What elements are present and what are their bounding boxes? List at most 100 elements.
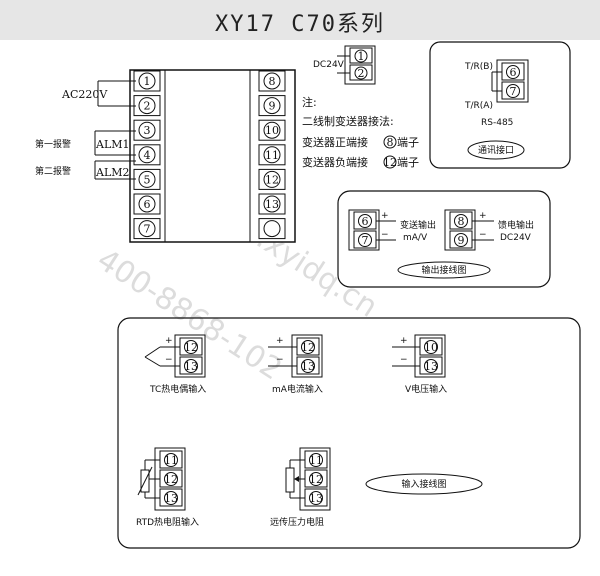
svg-text:2: 2 [358,67,365,80]
svg-text:13: 13 [184,360,198,373]
svg-text:6: 6 [362,215,369,228]
right-terminal-9 [263,97,281,115]
svg-text:13: 13 [424,360,438,373]
svg-text:3: 3 [144,124,151,137]
trans-label2: mA/V [403,233,428,243]
dc24v-label: DC24V [313,60,345,70]
svg-text:1: 1 [358,50,365,63]
svg-text:7: 7 [144,223,151,236]
svg-text:12: 12 [301,341,315,354]
svg-text:9: 9 [458,234,465,247]
alm2-tag: ALM2 [95,166,130,179]
tc-label: TC热电偶输入 [149,383,206,395]
svg-text:13: 13 [309,492,323,505]
title-bar [0,0,600,40]
dc24v-block: 1 2 DC24V [313,45,376,85]
left-terminal-6 [138,195,156,213]
svg-text:8: 8 [387,136,394,149]
svg-text:11: 11 [265,149,279,162]
svg-text:9: 9 [269,100,276,113]
svg-text:12: 12 [164,473,178,486]
tr-b-label: T/R(B) [464,62,493,72]
tc-input: 12 13 + − TC热电偶输入 [144,334,206,395]
v-label: V电压输入 [405,383,447,395]
svg-text:+: + [276,336,284,346]
left-terminal-7 [138,220,156,238]
svg-text:+: + [479,211,487,221]
svg-text:6: 6 [510,66,517,79]
protocol-label: RS-485 [481,118,513,128]
left-terminal-5 [138,170,156,188]
ma-input: 12 13 + − mA电流输入 [268,334,323,395]
ma-label: mA电流输入 [272,383,323,395]
page-title: XY17 C70系列 [215,12,385,37]
comm-caption: 通讯接口 [478,144,514,156]
svg-text:2: 2 [144,100,151,113]
svg-text:13: 13 [301,360,315,373]
svg-text:−: − [165,355,173,365]
output-panel: 6 7 + − 变送输出 mA/V 8 9 + − 馈电输出 DC24V 输出接… [337,190,551,288]
svg-text:13: 13 [265,198,279,211]
right-terminal-column: 8 9 10 11 12 13 [258,70,286,240]
svg-text:+: + [400,336,408,346]
output-caption: 输出接线图 [421,264,466,276]
note-line3-suffix: 端子 [397,156,419,169]
left-terminal-1 [138,72,156,90]
input-caption: 输入接线图 [401,478,446,490]
left-terminal-2 [138,97,156,115]
svg-text:11: 11 [309,454,323,467]
svg-text:11: 11 [164,454,178,467]
alm1-tag: ALM1 [95,138,130,151]
left-terminal-column: 1 2 3 4 5 6 7 [133,70,161,240]
svg-text:6: 6 [144,198,151,211]
svg-text:8: 8 [458,215,465,228]
svg-text:4: 4 [144,149,151,162]
note-line2-suffix: 端子 [397,136,419,149]
svg-text:−: − [276,355,284,365]
svg-text:7: 7 [362,234,369,247]
right-terminal-blank [263,220,281,238]
v-input: 10 13 + − V电压输入 [392,334,447,395]
note-heading: 注: [302,95,317,109]
ac-voltage-label: AC220V [61,88,108,101]
svg-text:12: 12 [265,173,279,186]
trans-label1: 变送输出 [400,219,436,231]
note-line2-prefix: 变送器正端接 [302,135,368,149]
svg-text:+: + [165,336,173,346]
alarm1-relay: ALM1 第一报警 [35,130,136,156]
svg-text:12: 12 [184,341,198,354]
right-terminal-12 [263,170,281,188]
svg-text:5: 5 [144,173,151,186]
svg-text:+: + [381,211,389,221]
left-terminal-3 [138,121,156,139]
right-terminal-11 [263,146,281,164]
note: 注: 二线制变送器接法: 变送器正端接 8 端子 变送器负端接 12 端子 [302,95,419,169]
note-line3-prefix: 变送器负端接 [302,155,368,169]
alarm1-label: 第一报警 [35,138,71,150]
rtd-input: 11 12 13 RTD热电阻输入 [136,447,199,528]
svg-text:−: − [381,230,389,240]
tr-a-label: T/R(A) [464,101,493,111]
svg-text:1: 1 [144,75,151,88]
svg-text:13: 13 [164,492,178,505]
svg-text:10: 10 [265,124,279,137]
svg-text:10: 10 [424,341,438,354]
left-terminal-4 [138,146,156,164]
input-panel: 12 13 + − TC热电偶输入 12 13 + − mA电流输入 [117,317,581,549]
right-terminal-8 [263,72,281,90]
remote-pressure-input: 11 12 13 远传压力电阻 [270,447,331,528]
comm-panel: 6 7 T/R(B) T/R(A) RS-485 通讯接口 [429,41,571,169]
svg-text:−: − [400,355,408,365]
svg-text:12: 12 [383,156,397,169]
right-terminal-10 [263,121,281,139]
feed-label1: 馈电输出 [498,219,534,231]
svg-text:8: 8 [269,75,276,88]
svg-text:−: − [479,230,487,240]
remote-label: 远传压力电阻 [270,516,324,528]
svg-text:12: 12 [309,473,323,486]
feed-label2: DC24V [500,233,532,243]
right-terminal-13 [263,195,281,213]
rtd-label: RTD热电阻输入 [136,516,199,528]
